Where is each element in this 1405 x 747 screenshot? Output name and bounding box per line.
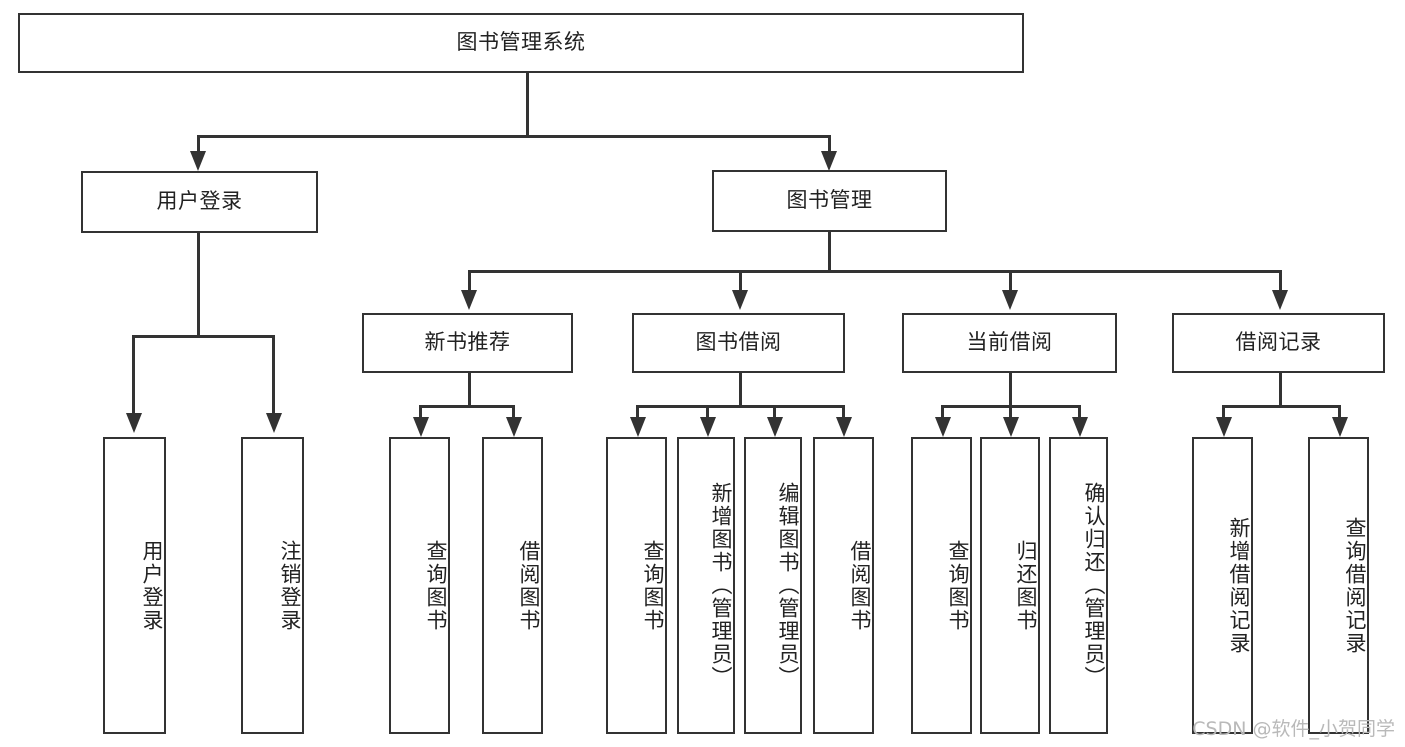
node-leaf-edit-book[interactable]: 编辑图书（管理员） bbox=[744, 437, 802, 734]
edge-borrow-record-bus bbox=[1222, 405, 1341, 408]
edge-borrow-record-drop-1 bbox=[1222, 405, 1225, 419]
node-leaf-confirm-return[interactable]: 确认归还（管理员） bbox=[1049, 437, 1108, 734]
node-leaf-logout-login-label: 注销登录 bbox=[278, 539, 302, 632]
arrow-to-new-book-recommend bbox=[461, 290, 477, 310]
arrow-to-borrow-record bbox=[1272, 290, 1288, 310]
node-new-book-recommend[interactable]: 新书推荐 bbox=[362, 313, 573, 373]
node-book-borrow-label: 图书借阅 bbox=[695, 330, 782, 355]
node-user-login[interactable]: 用户登录 bbox=[81, 171, 318, 233]
edge-new-book-drop-2 bbox=[512, 405, 515, 419]
edge-user-login-bus bbox=[132, 335, 275, 338]
node-leaf-return-book-label: 归还图书 bbox=[1014, 539, 1038, 632]
node-root[interactable]: 图书管理系统 bbox=[18, 13, 1024, 73]
edge-user-login-stem bbox=[197, 233, 200, 335]
edge-level2-drop-3 bbox=[1009, 270, 1012, 292]
node-leaf-confirm-return-label: 确认归还（管理员） bbox=[1082, 482, 1106, 689]
node-borrow-record-label: 借阅记录 bbox=[1235, 330, 1322, 355]
node-leaf-add-book-label: 新增图书（管理员） bbox=[709, 482, 733, 689]
watermark-text: CSDN @软件_小贺同学 bbox=[1192, 718, 1395, 740]
node-leaf-add-record[interactable]: 新增借阅记录 bbox=[1192, 437, 1253, 734]
node-user-login-label: 用户登录 bbox=[156, 189, 243, 214]
edge-book-borrow-drop-1 bbox=[636, 405, 639, 419]
node-leaf-logout-login[interactable]: 注销登录 bbox=[241, 437, 304, 734]
edge-level2-drop-2 bbox=[739, 270, 742, 292]
arrow-to-leaf-query-book-3 bbox=[935, 417, 951, 437]
node-leaf-query-record-label: 查询借阅记录 bbox=[1343, 516, 1367, 655]
arrow-to-book-manage bbox=[821, 151, 837, 171]
arrow-to-book-borrow bbox=[732, 290, 748, 310]
arrow-to-leaf-user-login bbox=[126, 413, 142, 433]
node-leaf-borrow-book-1-label: 借阅图书 bbox=[517, 539, 541, 632]
edge-level1-drop-user bbox=[197, 135, 200, 153]
node-leaf-query-book-2[interactable]: 查询图书 bbox=[606, 437, 667, 734]
node-leaf-query-book-1-label: 查询图书 bbox=[424, 539, 448, 632]
edge-user-login-drop-2 bbox=[272, 335, 275, 415]
edge-borrow-record-drop-2 bbox=[1338, 405, 1341, 419]
arrow-to-leaf-query-book-1 bbox=[413, 417, 429, 437]
edge-new-book-bus bbox=[419, 405, 514, 408]
node-leaf-query-book-1[interactable]: 查询图书 bbox=[389, 437, 450, 734]
node-book-manage-label: 图书管理 bbox=[786, 188, 873, 213]
edge-book-manage-stem bbox=[828, 232, 831, 270]
node-book-manage[interactable]: 图书管理 bbox=[712, 170, 947, 232]
node-leaf-edit-book-label: 编辑图书（管理员） bbox=[776, 482, 800, 689]
edge-new-book-drop-1 bbox=[419, 405, 422, 419]
arrow-to-leaf-borrow-book-1 bbox=[506, 417, 522, 437]
node-current-borrow-label: 当前借阅 bbox=[966, 330, 1053, 355]
node-leaf-borrow-book-2-label: 借阅图书 bbox=[848, 539, 872, 632]
node-leaf-query-book-2-label: 查询图书 bbox=[641, 539, 665, 632]
arrow-to-leaf-logout-login bbox=[266, 413, 282, 433]
edge-level2-drop-1 bbox=[468, 270, 471, 292]
node-leaf-borrow-book-1[interactable]: 借阅图书 bbox=[482, 437, 543, 734]
edge-user-login-drop-1 bbox=[132, 335, 135, 415]
node-book-borrow[interactable]: 图书借阅 bbox=[632, 313, 845, 373]
edge-book-borrow-drop-4 bbox=[842, 405, 845, 419]
node-leaf-query-book-3-label: 查询图书 bbox=[946, 539, 970, 632]
arrow-to-leaf-return-book bbox=[1003, 417, 1019, 437]
edge-root-stem bbox=[526, 73, 529, 135]
edge-current-borrow-drop-3 bbox=[1078, 405, 1081, 419]
edge-level2-drop-4 bbox=[1279, 270, 1282, 292]
node-leaf-query-record[interactable]: 查询借阅记录 bbox=[1308, 437, 1369, 734]
edge-current-borrow-drop-1 bbox=[941, 405, 944, 419]
edge-current-borrow-drop-2 bbox=[1009, 405, 1012, 419]
arrow-to-leaf-borrow-book-2 bbox=[836, 417, 852, 437]
node-leaf-add-book[interactable]: 新增图书（管理员） bbox=[677, 437, 735, 734]
edge-level1-bus bbox=[197, 135, 830, 138]
node-borrow-record[interactable]: 借阅记录 bbox=[1172, 313, 1385, 373]
node-leaf-return-book[interactable]: 归还图书 bbox=[980, 437, 1040, 734]
edge-book-borrow-bus bbox=[636, 405, 844, 408]
edge-book-borrow-drop-3 bbox=[773, 405, 776, 419]
arrow-to-leaf-confirm-return bbox=[1072, 417, 1088, 437]
edge-level2-bus bbox=[468, 270, 1282, 273]
edge-level1-drop-book bbox=[828, 135, 831, 153]
arrow-to-leaf-query-book-2 bbox=[630, 417, 646, 437]
node-new-book-recommend-label: 新书推荐 bbox=[424, 330, 511, 355]
node-current-borrow[interactable]: 当前借阅 bbox=[902, 313, 1117, 373]
edge-book-borrow-stem bbox=[739, 373, 742, 405]
node-leaf-add-record-label: 新增借阅记录 bbox=[1227, 516, 1251, 655]
node-leaf-query-book-3[interactable]: 查询图书 bbox=[911, 437, 972, 734]
arrow-to-leaf-add-book bbox=[700, 417, 716, 437]
node-root-label: 图书管理系统 bbox=[456, 30, 586, 55]
edge-book-borrow-drop-2 bbox=[706, 405, 709, 419]
arrow-to-leaf-query-record bbox=[1332, 417, 1348, 437]
edge-current-borrow-stem bbox=[1009, 373, 1012, 405]
node-leaf-user-login[interactable]: 用户登录 bbox=[103, 437, 166, 734]
edge-borrow-record-stem bbox=[1279, 373, 1282, 405]
node-leaf-user-login-label: 用户登录 bbox=[140, 539, 164, 632]
edge-new-book-stem bbox=[468, 373, 471, 405]
arrow-to-leaf-add-record bbox=[1216, 417, 1232, 437]
arrow-to-user-login bbox=[190, 151, 206, 171]
node-leaf-borrow-book-2[interactable]: 借阅图书 bbox=[813, 437, 874, 734]
arrow-to-current-borrow bbox=[1002, 290, 1018, 310]
arrow-to-leaf-edit-book bbox=[767, 417, 783, 437]
